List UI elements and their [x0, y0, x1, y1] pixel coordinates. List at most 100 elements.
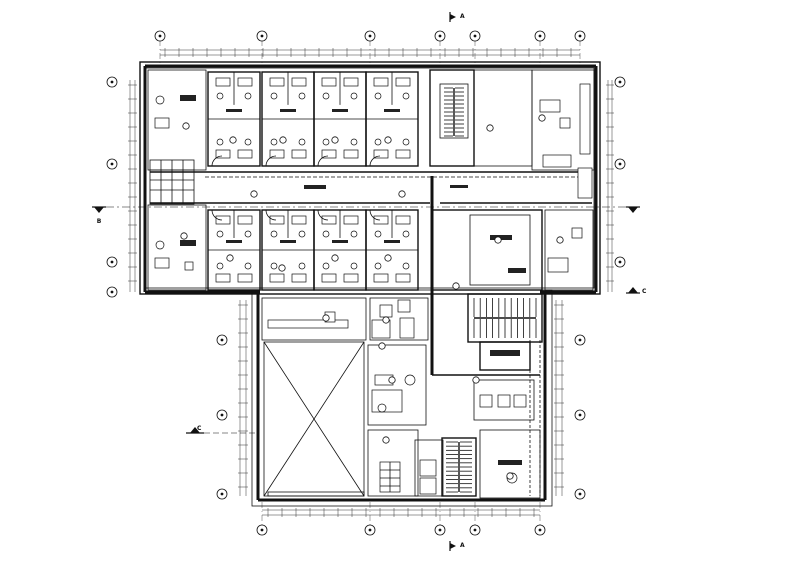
main-corridor [150, 171, 592, 204]
inner-bubble [384, 254, 392, 262]
section-label-bottom: A [460, 542, 465, 549]
desk [373, 77, 389, 87]
chair [350, 262, 358, 270]
door-swing [265, 209, 277, 221]
desk [237, 77, 253, 87]
chair [244, 230, 252, 238]
grid-bubble-dot [618, 260, 622, 264]
chair [298, 92, 306, 100]
chair [402, 262, 410, 270]
dimension-chains [128, 48, 614, 517]
left-end-offices [147, 69, 207, 291]
label-bar [226, 109, 242, 112]
grid-bubble-dot [618, 162, 622, 166]
grid-bubble-dot [368, 528, 372, 532]
office-cubicle [365, 71, 419, 167]
door-swing [211, 209, 223, 221]
inner-bubble [331, 136, 339, 144]
chair [270, 92, 278, 100]
grid-bubble-dot [110, 162, 114, 166]
door-swing [369, 209, 381, 221]
inner-bubble [278, 264, 286, 272]
label-bar [226, 240, 242, 243]
office-cubicle [261, 209, 315, 291]
inner-bubble [398, 190, 406, 198]
inner-bubble [331, 254, 339, 262]
desk [395, 149, 411, 159]
desk [215, 149, 231, 159]
grid-bubble-dot [110, 80, 114, 84]
right-offices [429, 69, 595, 291]
chair [244, 92, 252, 100]
office-cubicle [313, 209, 367, 291]
grid-bubble-dot [368, 34, 372, 38]
section-label-left: B [97, 218, 102, 225]
central-stair [473, 298, 537, 338]
chair [402, 138, 410, 146]
inner-label-bubbles [180, 114, 564, 480]
chair [402, 92, 410, 100]
chair [298, 138, 306, 146]
grid-bubble-dot [473, 34, 477, 38]
grid-bubble-dot [438, 34, 442, 38]
chair [374, 92, 382, 100]
chair [244, 262, 252, 270]
upper-office-cubicles [207, 71, 419, 167]
office-cubicle [207, 71, 261, 167]
chair [298, 262, 306, 270]
section-marker-left-lower: C [186, 425, 258, 434]
desk [291, 149, 307, 159]
label-bar [280, 240, 296, 243]
inner-bubble [556, 236, 564, 244]
office-cubicle [261, 71, 315, 167]
door-swing [369, 155, 381, 167]
door-swing [317, 209, 329, 221]
label-bar [332, 109, 348, 112]
desk [237, 215, 253, 225]
desk [373, 149, 389, 159]
chair [322, 262, 330, 270]
label-bar [384, 109, 400, 112]
chair [374, 262, 382, 270]
office-cubicle [365, 209, 419, 291]
desk [269, 77, 285, 87]
desk [291, 215, 307, 225]
inner-bubble [279, 136, 287, 144]
grid-bubble-dot [438, 528, 442, 532]
chair [270, 138, 278, 146]
chair [350, 138, 358, 146]
inner-bubble [382, 316, 390, 324]
desk [343, 273, 359, 283]
chair [216, 92, 224, 100]
upper-stair [444, 87, 464, 137]
upper-wing-walls [139, 61, 601, 295]
inner-bubble [538, 114, 546, 122]
section-marker-right: C [626, 206, 647, 295]
void-area [263, 341, 365, 497]
grid-bubble-dot [260, 528, 264, 532]
desk [373, 215, 389, 225]
grid-bubble-dot [220, 338, 224, 342]
chair [322, 92, 330, 100]
grid-bubble-dot [538, 34, 542, 38]
inner-bubble [388, 376, 396, 384]
lower-stair [446, 441, 472, 493]
chair [374, 230, 382, 238]
desk [269, 215, 285, 225]
chair [270, 230, 278, 238]
section-marker-bottom: A [449, 541, 465, 551]
inner-bubble [494, 236, 502, 244]
chair [374, 138, 382, 146]
chair [216, 262, 224, 270]
desk [343, 215, 359, 225]
grid-bubble-dot [158, 34, 162, 38]
inner-bubble [472, 376, 480, 384]
chair [322, 138, 330, 146]
section-label-top: A [460, 13, 465, 20]
chair [322, 230, 330, 238]
wc-lower-grid [380, 462, 400, 492]
desk [395, 77, 411, 87]
label-bar [280, 109, 296, 112]
chair [298, 230, 306, 238]
desk [321, 273, 337, 283]
